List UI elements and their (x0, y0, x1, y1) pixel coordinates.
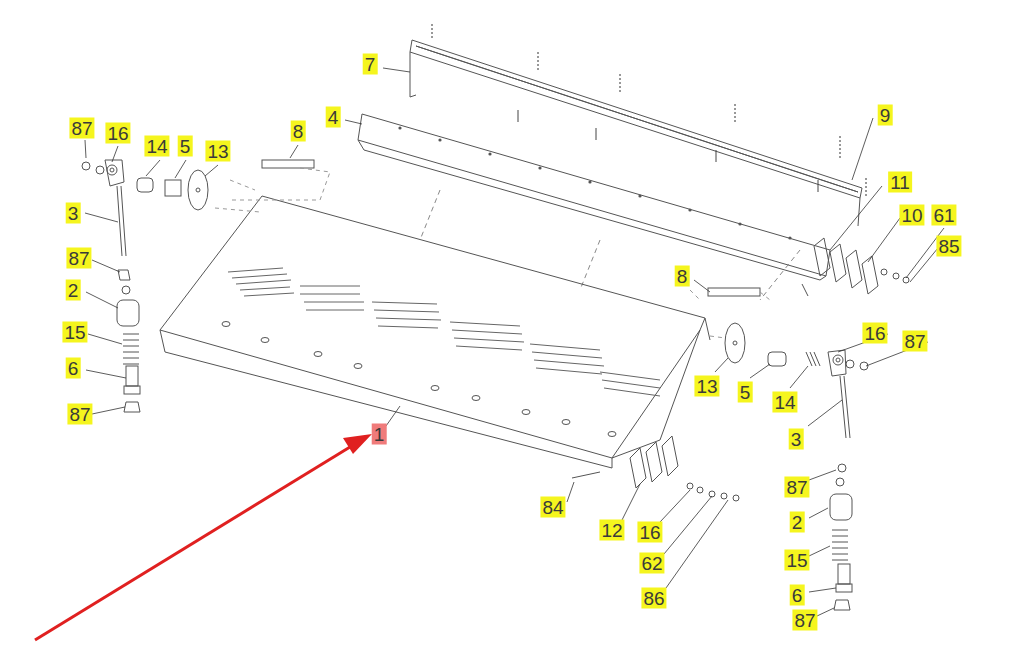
callout-number: 10 (899, 205, 924, 226)
frame-part-7 (410, 24, 866, 226)
callout-number: 2 (790, 512, 805, 533)
rail-part-4 (358, 114, 830, 300)
callout-number: 3 (789, 429, 804, 450)
callout-number: 1 (372, 424, 387, 445)
leader-lines (85, 68, 944, 616)
callout-number: 87 (66, 248, 91, 269)
callout-number: 15 (62, 322, 87, 343)
callout-number: 61 (931, 205, 956, 226)
callout-number: 87 (69, 118, 94, 139)
callout-number: 14 (144, 136, 169, 157)
callout-number: 13 (205, 141, 230, 162)
callout-number: 16 (105, 123, 130, 144)
callout-number: 8 (675, 266, 690, 287)
callout-number: 87 (784, 477, 809, 498)
callout-number: 2 (66, 280, 81, 301)
callout-number: 8 (291, 121, 306, 142)
callout-number: 3 (66, 203, 81, 224)
pointer-arrow (35, 434, 372, 640)
callout-number: 13 (694, 376, 719, 397)
callout-number: 6 (790, 585, 805, 606)
left-assembly (82, 160, 330, 412)
callout-number: 16 (862, 323, 887, 344)
plate-part-1 (160, 196, 710, 468)
callout-number: 5 (178, 136, 193, 157)
callout-number: 85 (936, 236, 961, 257)
callout-number: 62 (639, 553, 664, 574)
knife-plates (572, 238, 909, 501)
right-assembly (690, 288, 868, 610)
callout-number: 6 (66, 358, 81, 379)
callout-number: 16 (637, 522, 662, 543)
callout-number: 12 (599, 520, 624, 541)
callout-number: 5 (738, 382, 753, 403)
callout-number: 11 (888, 172, 912, 193)
callout-number: 86 (641, 588, 666, 609)
callout-number: 87 (792, 610, 817, 631)
callout-number: 15 (784, 550, 809, 571)
callout-number: 87 (67, 404, 92, 425)
callout-number: 4 (326, 107, 341, 128)
callout-number: 7 (363, 54, 378, 75)
callout-number: 84 (540, 497, 565, 518)
callout-number: 9 (878, 105, 893, 126)
callout-number: 87 (902, 331, 927, 352)
callout-number: 14 (772, 392, 797, 413)
